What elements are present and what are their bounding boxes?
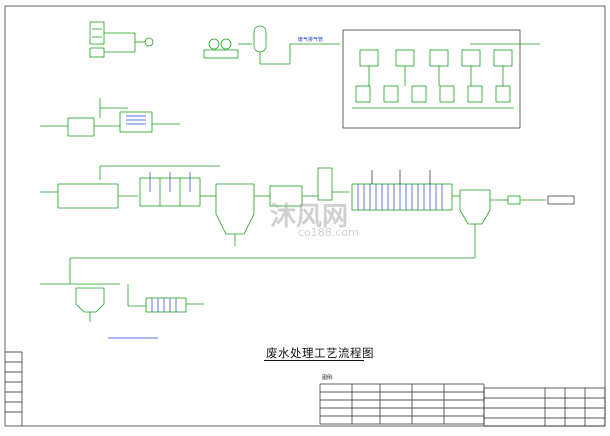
title-block: [483, 387, 606, 427]
gas-units: [89, 21, 154, 58]
watermark-logo: 沐风网: [270, 202, 349, 232]
legend-heading: 图例:: [322, 375, 334, 381]
sheet-border: [4, 5, 606, 427]
sludge-treatment: [40, 258, 204, 339]
pipe-label: 废气排气管: [298, 37, 324, 43]
title-underline: [264, 360, 364, 361]
drawing-title: 废水处理工艺流程图: [266, 346, 374, 360]
air-compressor: [203, 25, 340, 65]
pretreatment-line: [40, 98, 180, 137]
tank-bank: [342, 29, 540, 129]
watermark-domain: co188.com: [298, 226, 359, 239]
legend-table: [319, 383, 485, 425]
left-title-column: [5, 351, 23, 426]
main-process-line: [40, 165, 575, 259]
